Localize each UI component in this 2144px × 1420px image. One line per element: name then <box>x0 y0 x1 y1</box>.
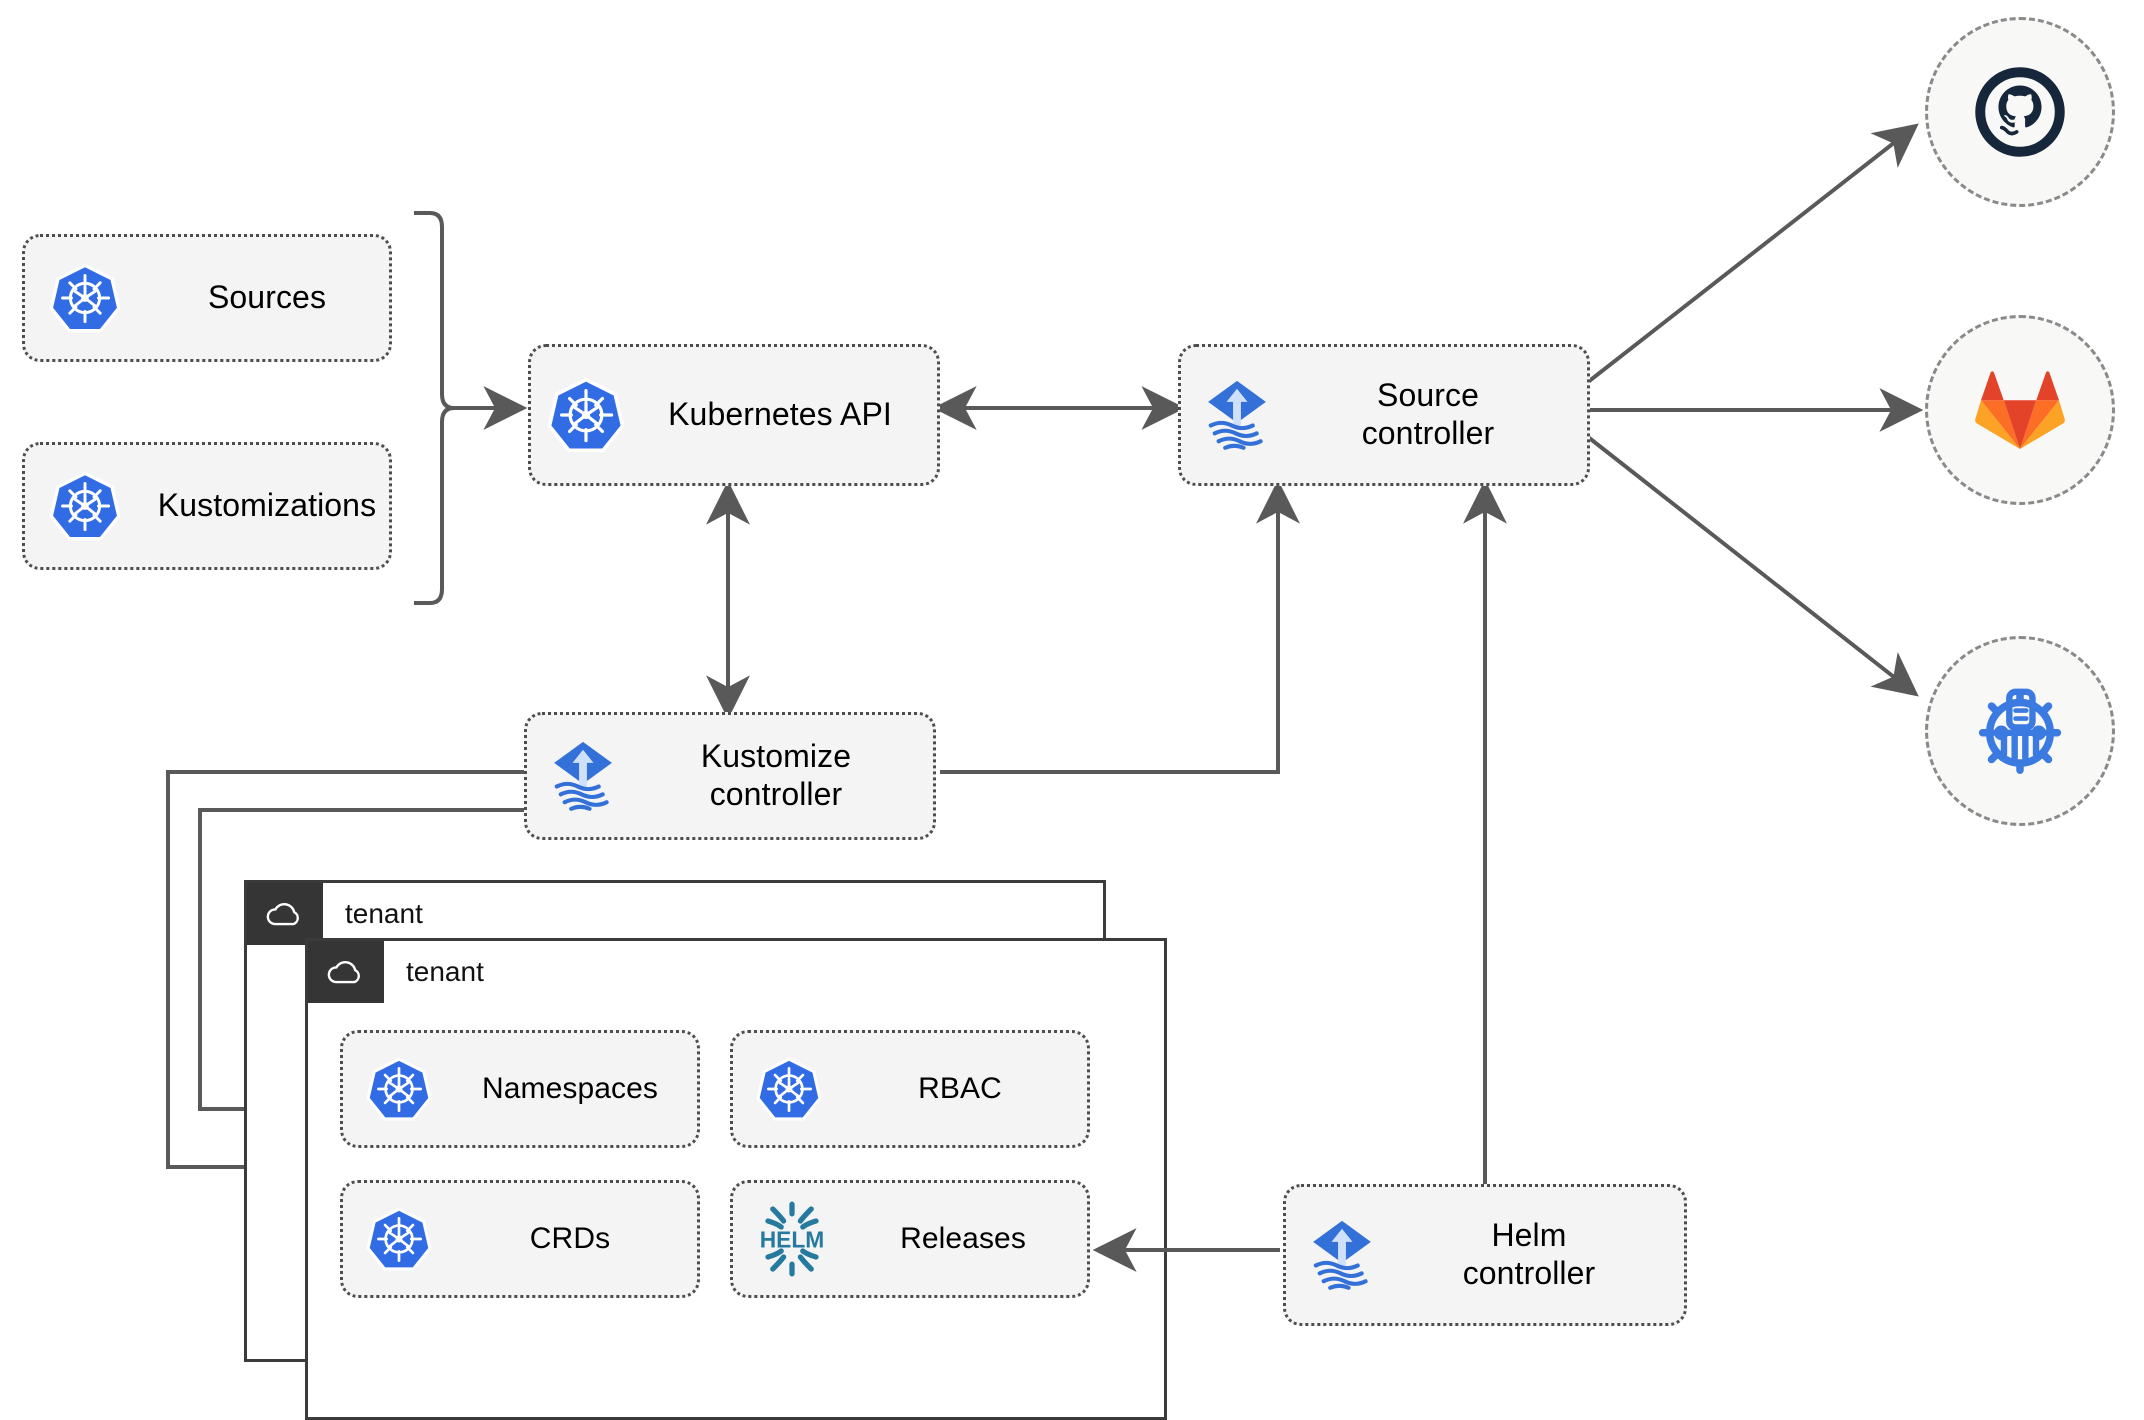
node-label: Namespaces <box>481 1072 659 1106</box>
node-gitlab[interactable] <box>1925 315 2115 505</box>
kubernetes-icon <box>25 470 145 542</box>
helm-icon: HELM <box>733 1199 851 1279</box>
helm-wordmark: HELM <box>760 1226 825 1252</box>
edge-kustomize-to-tenant-back <box>166 770 524 1189</box>
node-kustomizations[interactable]: Kustomizations <box>22 442 392 570</box>
node-releases[interactable]: HELM Releases <box>730 1180 1090 1298</box>
tenant-label: tenant <box>345 898 423 929</box>
node-label: RBAC <box>918 1072 1002 1106</box>
node-label: Kustomize controller <box>700 738 852 812</box>
cloud-icon <box>308 941 384 1003</box>
node-label: Kubernetes API <box>668 396 892 433</box>
kubernetes-icon <box>343 1056 455 1122</box>
flux-icon <box>527 734 639 818</box>
kubernetes-icon <box>25 262 145 334</box>
kubernetes-icon <box>343 1206 455 1272</box>
node-helm-repository[interactable] <box>1925 636 2115 826</box>
github-icon <box>1975 67 2065 157</box>
node-label: Kustomizations <box>157 487 377 524</box>
node-label: Source controller <box>1361 377 1495 451</box>
edge-source-to-github <box>1586 123 1919 384</box>
node-label: Releases <box>900 1222 1026 1256</box>
tenant-label: tenant <box>406 956 484 987</box>
node-source-controller[interactable]: Source controller <box>1178 344 1590 486</box>
flux-icon <box>1286 1213 1398 1297</box>
node-kubernetes-api[interactable]: Kubernetes API <box>528 344 940 486</box>
kubernetes-icon <box>531 376 641 454</box>
flux-icon <box>1181 373 1293 457</box>
node-crds[interactable]: CRDs <box>340 1180 700 1298</box>
node-namespaces[interactable]: Namespaces <box>340 1030 700 1148</box>
gitlab-icon <box>1975 371 2065 449</box>
edge-source-to-helm-repo <box>1586 435 1919 697</box>
node-rbac[interactable]: RBAC <box>730 1030 1090 1148</box>
node-label: Sources <box>207 279 327 316</box>
helm-chart-icon <box>1978 688 2062 774</box>
node-label: Helm controller <box>1462 1217 1596 1291</box>
kubernetes-icon <box>733 1056 845 1122</box>
node-label: CRDs <box>529 1222 611 1256</box>
tenant-container-front[interactable]: tenant <box>305 938 1167 1420</box>
node-sources[interactable]: Sources <box>22 234 392 362</box>
cloud-icon <box>247 883 323 945</box>
node-github[interactable] <box>1925 17 2115 207</box>
node-helm-controller[interactable]: Helm controller <box>1283 1184 1687 1326</box>
edge-kustomize-to-source <box>940 479 1300 774</box>
